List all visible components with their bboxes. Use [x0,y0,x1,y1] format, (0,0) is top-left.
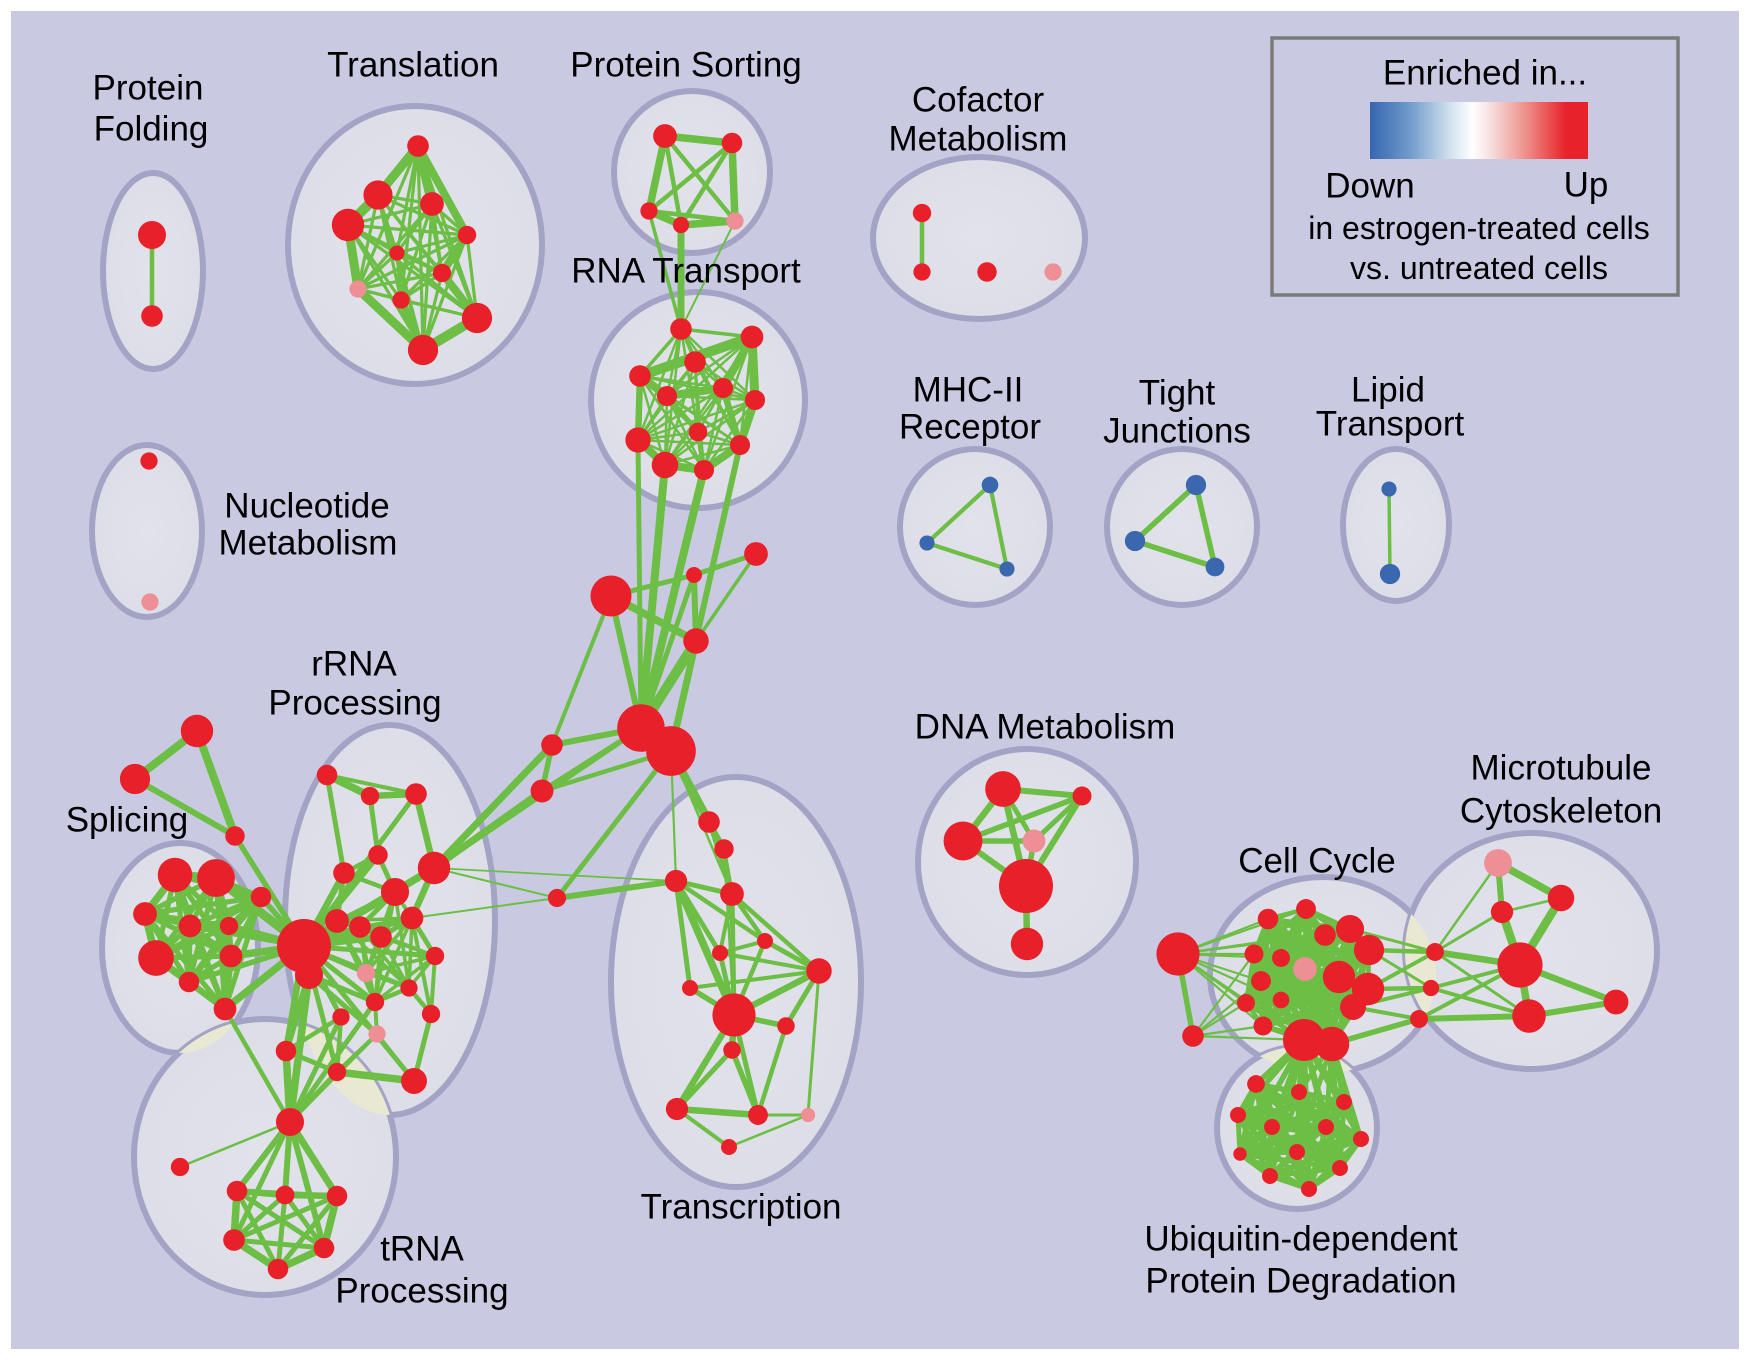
svg-text:MHC-II: MHC-II [913,371,1024,410]
svg-text:Transcription: Transcription [641,1188,842,1227]
svg-text:Enriched in...: Enriched in... [1383,54,1587,93]
svg-text:Down: Down [1325,167,1414,206]
svg-text:Processing: Processing [268,684,441,723]
svg-text:Folding: Folding [94,110,209,149]
svg-text:rRNA: rRNA [311,645,397,684]
svg-text:Splicing: Splicing [66,801,189,840]
svg-text:RNA Transport: RNA Transport [571,252,801,291]
svg-text:Ubiquitin-dependent: Ubiquitin-dependent [1144,1220,1458,1259]
svg-text:Microtubule: Microtubule [1471,749,1652,788]
svg-text:Up: Up [1564,166,1609,205]
svg-text:Cell Cycle: Cell Cycle [1238,842,1396,881]
svg-text:Nucleotide: Nucleotide [224,487,389,526]
svg-text:Protein Degradation: Protein Degradation [1145,1262,1456,1301]
svg-text:Cytoskeleton: Cytoskeleton [1460,792,1662,831]
svg-text:Metabolism: Metabolism [219,524,398,563]
svg-text:Protein Sorting: Protein Sorting [570,46,802,85]
svg-text:vs. untreated cells: vs. untreated cells [1350,250,1608,286]
svg-text:Translation: Translation [327,46,499,85]
svg-text:Junctions: Junctions [1103,412,1251,451]
svg-text:Transport: Transport [1316,405,1465,444]
svg-text:Protein: Protein [93,69,204,108]
svg-text:Receptor: Receptor [899,408,1041,447]
svg-text:in estrogen-treated cells: in estrogen-treated cells [1308,210,1650,246]
svg-text:DNA Metabolism: DNA Metabolism [915,708,1176,747]
svg-text:Processing: Processing [335,1272,508,1311]
svg-text:tRNA: tRNA [380,1230,464,1269]
svg-text:Tight: Tight [1139,374,1216,413]
svg-text:Cofactor: Cofactor [912,81,1045,120]
svg-text:Lipid: Lipid [1351,371,1425,410]
svg-text:Metabolism: Metabolism [889,120,1068,159]
